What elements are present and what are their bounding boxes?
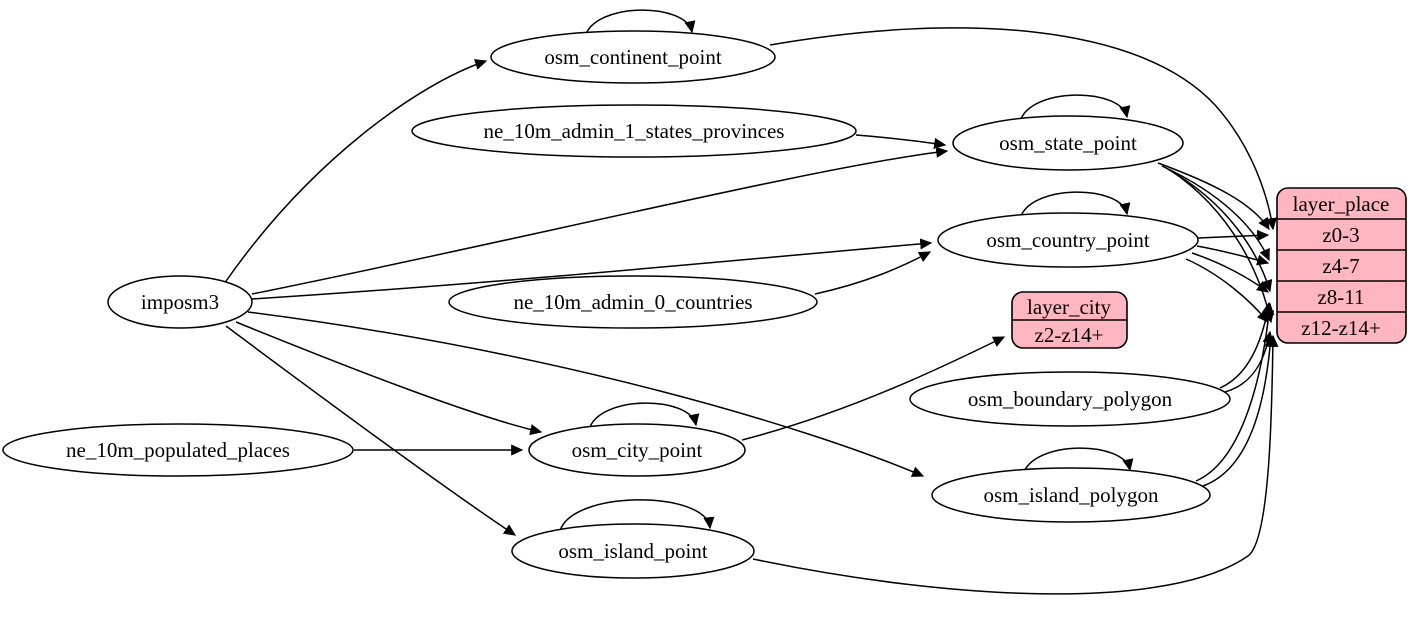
edge-osm_state_point-layer_place-z8-11 <box>1165 167 1273 293</box>
edge-imposm3-osm_island_point <box>225 325 517 536</box>
record-layer_place-shape <box>1276 187 1407 344</box>
node-osm_island_polygon: osm_island_polygon <box>931 467 1211 523</box>
node-osm_state_point-shape <box>952 115 1184 171</box>
edge-osm_state_point-layer_place-z4-7 <box>1161 165 1270 262</box>
edge-osm_island_point-layer_place-z12-z14 <box>752 334 1279 595</box>
edge-ne_10m_admin_0_countries-osm_country_point <box>814 251 932 295</box>
node-ne_10m_admin_1_states_provinces: ne_10m_admin_1_states_provinces <box>411 104 857 158</box>
node-ne_10m_populated_places-label: ne_10m_populated_places <box>66 438 290 462</box>
node-ne_10m_admin_1_states_provinces-label: ne_10m_admin_1_states_provinces <box>484 119 785 143</box>
edge-osm_boundary_polygon-layer_place-z12-z14 <box>1224 330 1274 393</box>
node-osm_island_polygon-shape <box>931 467 1211 523</box>
node-osm_continent_point: osm_continent_point <box>490 30 776 84</box>
node-osm_boundary_polygon-shape <box>909 371 1231 427</box>
edges <box>223 9 1279 595</box>
node-osm_boundary_polygon: osm_boundary_polygon <box>909 371 1231 427</box>
edge-imposm3-osm_island_polygon <box>247 311 925 477</box>
node-ne_10m_populated_places: ne_10m_populated_places <box>2 423 354 477</box>
node-osm_island_point-shape <box>511 523 755 579</box>
node-ne_10m_populated_places-shape <box>2 423 354 477</box>
self-loop-osm_country_point <box>1019 191 1131 220</box>
node-osm_city_point-shape <box>528 423 746 477</box>
record-layer_city-row-z2-z14: z2-z14+ <box>1035 323 1104 347</box>
node-osm_boundary_polygon-label: osm_boundary_polygon <box>968 387 1173 411</box>
node-osm_island_point: osm_island_point <box>511 523 755 579</box>
node-imposm3-shape <box>107 275 253 329</box>
record-layer_place-row-z8-11: z8-11 <box>1317 285 1364 309</box>
node-ne_10m_admin_1_states_provinces-shape <box>411 104 857 158</box>
node-ne_10m_admin_0_countries-label: ne_10m_admin_0_countries <box>513 290 752 314</box>
edge-osm_country_point-layer_place-z0-3 <box>1197 229 1270 242</box>
node-osm_state_point: osm_state_point <box>952 115 1184 171</box>
self-loop-osm_island_point <box>559 499 715 532</box>
edge-osm_country_point-layer_place-z4-7 <box>1196 245 1270 266</box>
edge-osm_continent_point-layer_place-z0-3 <box>769 27 1277 231</box>
edge-imposm3-osm_city_point <box>235 321 543 436</box>
node-osm_continent_point-label: osm_continent_point <box>544 45 721 69</box>
edge-osm_boundary_polygon-layer_place-z8-11 <box>1219 301 1273 389</box>
node-osm_island_polygon-label: osm_island_polygon <box>983 483 1159 507</box>
edge-osm_country_point-layer_place-z8-11 <box>1191 252 1270 293</box>
record-layer_place-title: layer_place <box>1293 192 1390 216</box>
record-layer_place-row-z12-z14: z12-z14+ <box>1301 316 1380 340</box>
self-loop-osm_state_point <box>1019 94 1131 123</box>
node-osm_city_point-label: osm_city_point <box>572 438 703 462</box>
node-ne_10m_admin_0_countries: ne_10m_admin_0_countries <box>448 275 818 329</box>
self-loop-osm_city_point <box>588 402 700 431</box>
node-imposm3: imposm3 <box>107 275 253 329</box>
edge-osm_island_polygon-layer_place-z12-z14 <box>1202 334 1276 487</box>
record-layer_city: layer_city z2-z14+ <box>1011 291 1128 349</box>
node-osm_island_point-label: osm_island_point <box>558 539 708 563</box>
self-loop-osm_island_polygon <box>1022 447 1134 476</box>
edge-osm_city_point-layer_city-z2-z14 <box>741 336 1006 441</box>
node-osm_country_point-label: osm_country_point <box>986 228 1149 252</box>
record-layer_city-title: layer_city <box>1027 295 1111 319</box>
node-osm_city_point: osm_city_point <box>528 423 746 477</box>
edge-imposm3-osm_country_point <box>251 238 933 300</box>
node-osm_country_point-shape <box>937 212 1199 268</box>
edge-osm_state_point-layer_place-z0-3 <box>1157 162 1270 231</box>
node-osm_state_point-label: osm_state_point <box>999 131 1137 155</box>
node-osm_continent_point-shape <box>490 30 776 84</box>
edge-imposm3-osm_state_point <box>251 146 949 295</box>
edge-ne_10m_admin_1_states_provinces-osm_state_point <box>855 134 947 149</box>
record-layer_place-row-z0-3: z0-3 <box>1322 223 1359 247</box>
self-loop-osm_continent_point <box>584 9 696 38</box>
record-layer_place: layer_place z0-3 z4-7 z8-11 z12-z14+ <box>1276 187 1407 344</box>
edge-imposm3-osm_continent_point <box>223 59 488 285</box>
node-ne_10m_admin_0_countries-shape <box>448 275 818 329</box>
node-osm_country_point: osm_country_point <box>937 212 1199 268</box>
edge-osm_island_polygon-layer_place-z8-11 <box>1195 302 1275 482</box>
node-imposm3-label: imposm3 <box>141 290 219 314</box>
edge-osm_country_point-layer_place-z12-z14 <box>1185 258 1269 323</box>
record-layer_place-row-z4-7: z4-7 <box>1322 254 1359 278</box>
